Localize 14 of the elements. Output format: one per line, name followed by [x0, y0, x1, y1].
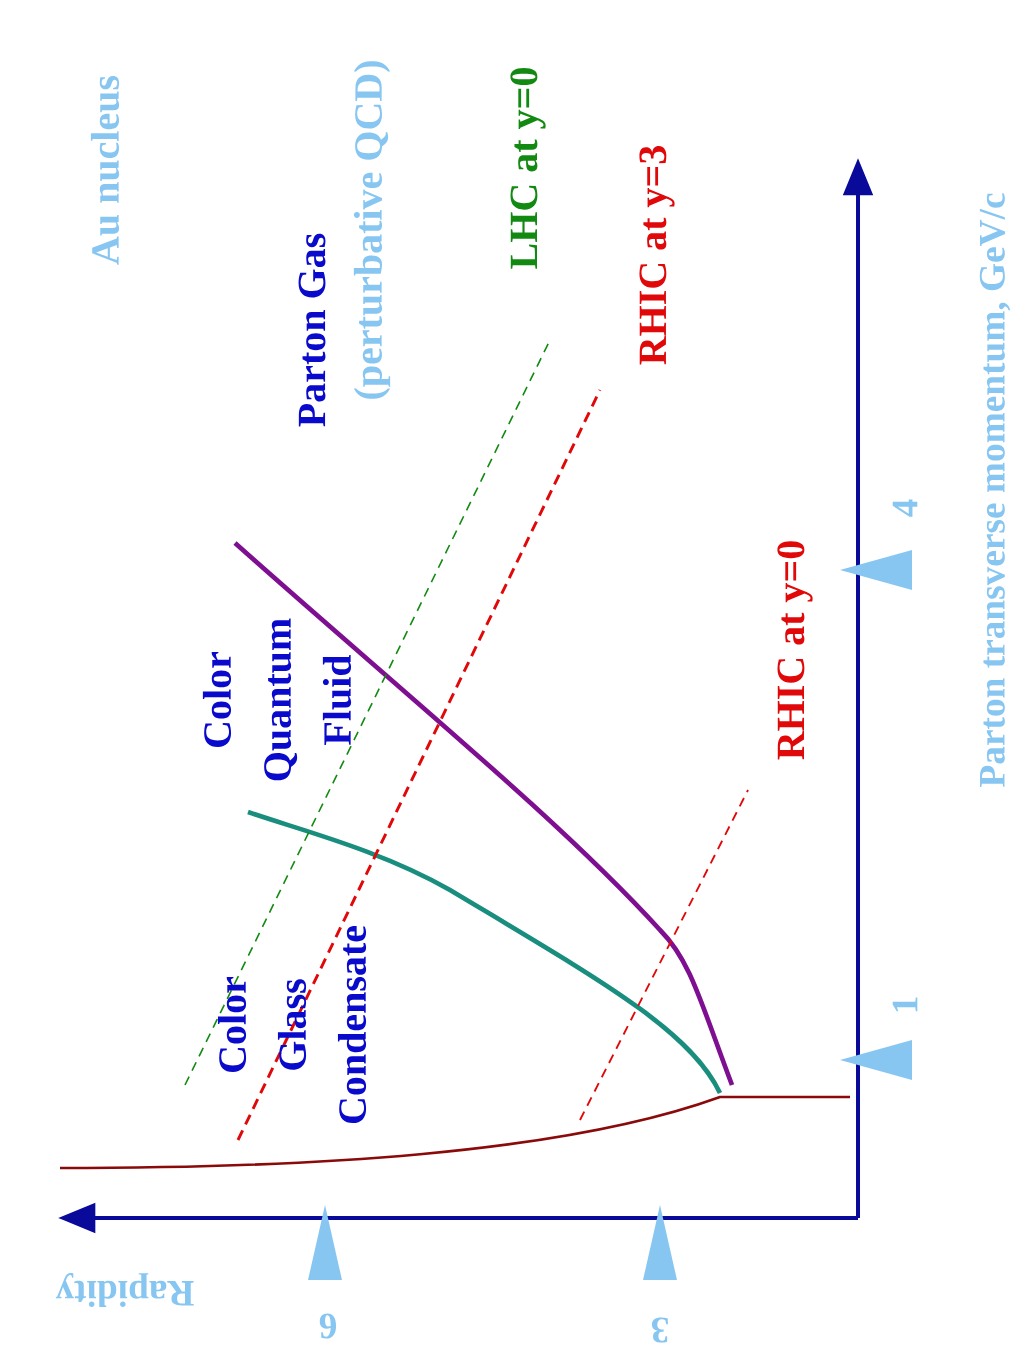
tick-label: 3	[651, 1317, 668, 1343]
region-label: (perturbative QCD)	[353, 61, 391, 399]
region-label: Parton Gas	[298, 233, 326, 427]
axis-label: Parton transverse momentum, GeV/c	[979, 193, 1011, 787]
region-label: Au nucleus	[90, 75, 120, 265]
tick-label: 6	[319, 1313, 337, 1339]
tick-label: 1	[892, 997, 918, 1012]
axis-label: Rapidity	[55, 1273, 194, 1307]
region-label: Color Glass Condensate	[217, 926, 367, 1124]
line-label: RHIC at y=3	[639, 146, 675, 365]
tick-label: 4	[892, 499, 918, 517]
line-label: RHIC at y=0	[777, 541, 813, 760]
line-label: LHC at y=0	[510, 68, 546, 269]
region-label: Color Quantum Fluid	[202, 618, 352, 781]
